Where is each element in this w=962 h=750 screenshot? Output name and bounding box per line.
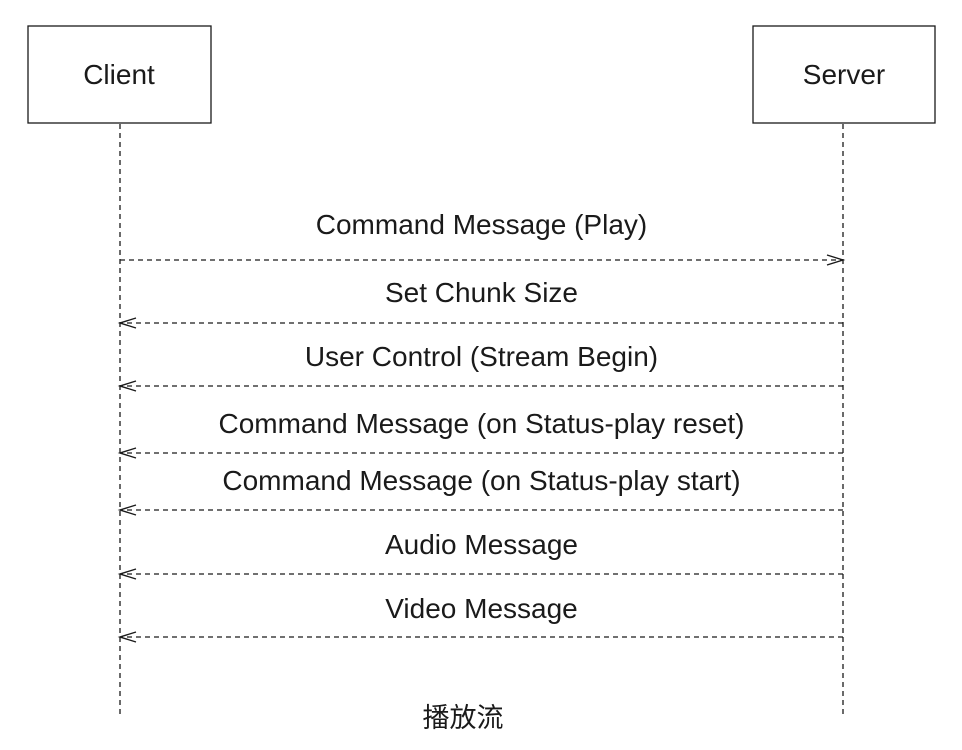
client-label: Client: [83, 59, 155, 90]
messages-group: Command Message (Play) Set Chunk SizeUser…: [117, 209, 846, 643]
arrowhead-icon: [117, 447, 137, 459]
message-1: Command Message (Play): [120, 209, 846, 266]
server-actor: Server: [752, 25, 936, 124]
client-box: [27, 25, 212, 124]
server-box: [752, 25, 936, 124]
arrowhead-icon: [117, 504, 137, 516]
message-label: Video Message: [385, 593, 578, 624]
message-6: Audio Message: [117, 529, 843, 580]
arrowhead-icon: [117, 380, 137, 392]
server-label: Server: [803, 59, 885, 90]
arrowhead-icon: [117, 568, 137, 580]
arrowhead-icon: [117, 317, 137, 329]
message-label: Command Message (on Status-play reset): [219, 408, 745, 439]
message-label: Command Message (on Status-play start): [222, 465, 740, 496]
message-3: User Control (Stream Begin): [117, 341, 843, 392]
message-label: Audio Message: [385, 529, 578, 560]
arrowhead-icon: [117, 631, 137, 643]
arrowhead-icon: [826, 254, 846, 266]
client-actor: Client: [27, 25, 212, 124]
message-label: Set Chunk Size: [385, 277, 578, 308]
message-label: User Control (Stream Begin): [305, 341, 658, 372]
message-2: Set Chunk Size: [117, 277, 843, 329]
message-7: Video Message: [117, 593, 843, 643]
message-label: Command Message (Play): [316, 209, 647, 240]
message-4: Command Message (on Status-play reset): [117, 408, 843, 459]
diagram-caption: 播放流: [423, 703, 504, 734]
message-5: Command Message (on Status-play start): [117, 465, 843, 516]
